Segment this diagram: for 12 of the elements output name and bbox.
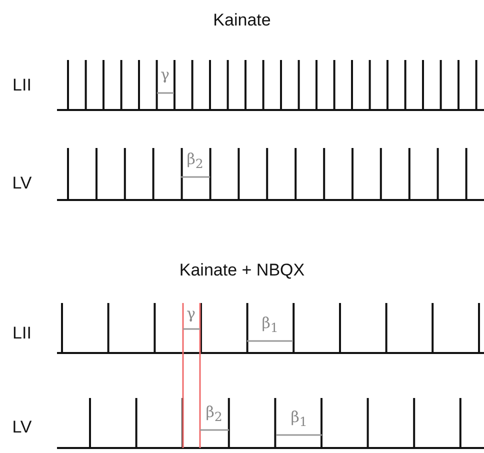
interval-label: β$_{1}$ [290, 410, 308, 428]
interval-label: γ [186, 306, 196, 322]
interval-label: β$_{2}$ [186, 152, 204, 170]
interval-label: β$_{1}$ [262, 316, 278, 334]
row-label: LV [12, 174, 32, 192]
row-label: LII [12, 324, 32, 342]
panel-title: Kainate + NBQX [179, 262, 305, 278]
panel-title: Kainate [213, 12, 271, 28]
row-label: LV [12, 418, 32, 436]
interval-label: β$_{2}$ [206, 404, 222, 424]
row-label: LII [12, 76, 32, 94]
interval-label: γ [160, 68, 170, 82]
